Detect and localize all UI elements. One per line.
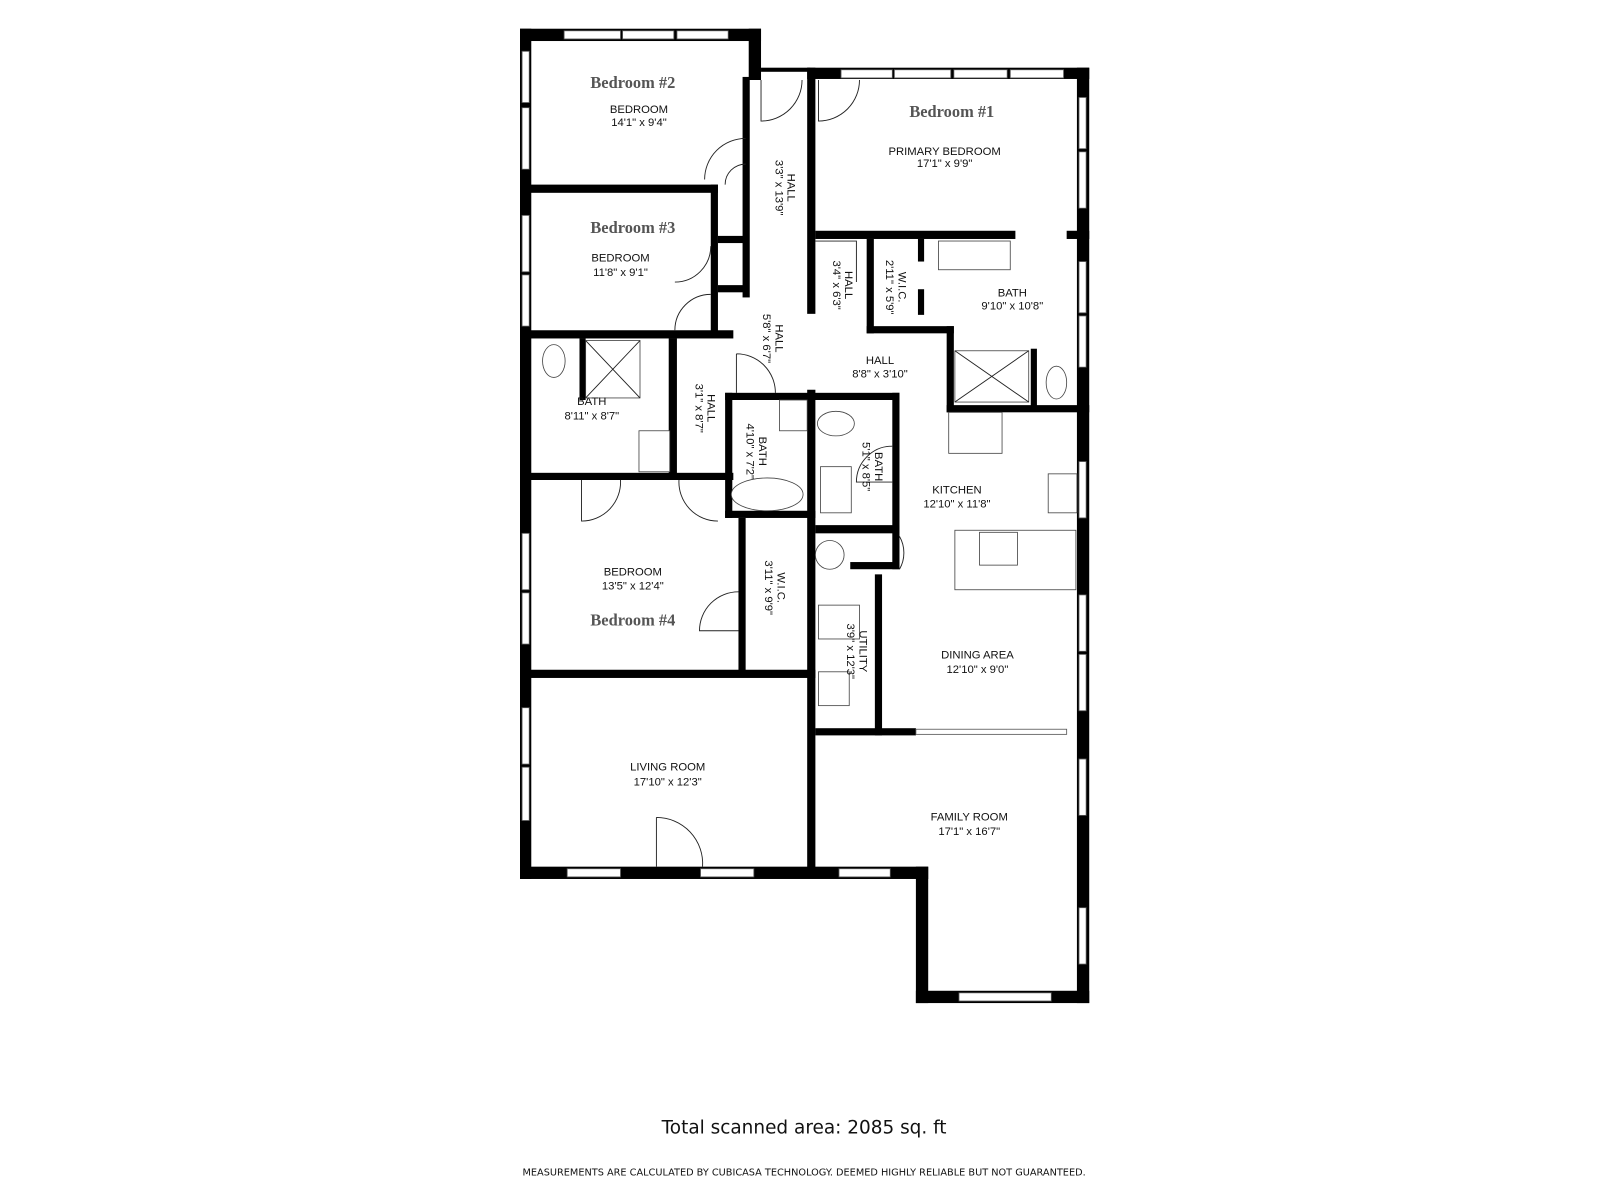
room-name-bath-small: BATH bbox=[872, 452, 884, 481]
room-name-wic-b: W.I.C. bbox=[774, 572, 786, 603]
room-name-bedroom1: PRIMARY BEDROOM bbox=[888, 146, 1000, 158]
room-dims-bath-left: 8'11" x 8'7" bbox=[564, 410, 619, 422]
room-dims-bath-mid: 4'10" x 7'2" bbox=[744, 424, 756, 480]
room-title-bedroom2: Bedroom #2 bbox=[590, 73, 675, 92]
walls bbox=[520, 28, 1090, 1004]
room-dims-bath-primary: 9'10" x 10'8" bbox=[981, 301, 1043, 313]
room-dims-bedroom2: 14'1" x 9'4" bbox=[611, 117, 667, 129]
room-dims-hall-c: 5'8" x 6'7" bbox=[760, 314, 772, 363]
room-dims-hall-d: 8'8" x 3'10" bbox=[852, 368, 908, 380]
room-name-bedroom3: BEDROOM bbox=[591, 253, 649, 265]
room-dims-wic-a: 2'11" x 5'9" bbox=[883, 260, 895, 315]
room-dims-bedroom1: 17'1" x 9'9" bbox=[917, 158, 973, 170]
room-name-hall-c: HALL bbox=[772, 324, 784, 352]
room-name-wic-a: W.I.C. bbox=[895, 272, 907, 303]
room-dims-hall-b: 3'4" x 6'3" bbox=[830, 260, 842, 309]
room-dims-family: 17'1" x 16'7" bbox=[938, 826, 1000, 838]
room-name-bath-primary: BATH bbox=[998, 287, 1027, 299]
total-area: Total scanned area: 2085 sq. ft bbox=[661, 1117, 947, 1138]
room-dims-bedroom4: 13'5" x 12'4" bbox=[602, 581, 664, 593]
room-name-hall-a: HALL bbox=[785, 174, 797, 202]
room-dims-dining: 12'10" x 9'0" bbox=[947, 664, 1009, 676]
room-dims-hall-e: 3'1" x 8'7" bbox=[692, 384, 704, 433]
room-dims-bath-small: 5'1" x 8'5" bbox=[860, 442, 872, 491]
room-name-kitchen: KITCHEN bbox=[932, 484, 981, 496]
room-name-hall-b: HALL bbox=[842, 271, 854, 299]
room-name-bath-left: BATH bbox=[577, 396, 606, 408]
fixtures bbox=[542, 240, 1078, 707]
room-dims-utility: 3'9" x 12'3" bbox=[844, 624, 856, 680]
room-title-bedroom3: Bedroom #3 bbox=[590, 218, 675, 237]
room-name-bath-mid: BATH bbox=[756, 437, 768, 466]
room-title-bedroom4: Bedroom #4 bbox=[590, 611, 675, 630]
room-dims-wic-b: 3'11" x 9'9" bbox=[762, 560, 774, 615]
room-name-bedroom2: BEDROOM bbox=[610, 104, 668, 116]
room-name-hall-e: HALL bbox=[705, 394, 717, 422]
room-name-hall-d: HALL bbox=[866, 355, 894, 367]
room-name-living: LIVING ROOM bbox=[630, 761, 705, 773]
disclaimer: MEASUREMENTS ARE CALCULATED BY CUBICASA … bbox=[523, 1167, 1086, 1178]
room-name-utility: UTILITY bbox=[856, 630, 868, 672]
room-name-dining: DINING AREA bbox=[941, 649, 1014, 661]
doors bbox=[581, 79, 905, 867]
room-dims-hall-a: 3'3" x 13'9" bbox=[772, 160, 784, 216]
room-dims-living: 17'10" x 12'3" bbox=[634, 777, 702, 789]
room-name-bedroom4: BEDROOM bbox=[604, 566, 662, 578]
room-title-bedroom1: Bedroom #1 bbox=[909, 102, 994, 121]
room-dims-bedroom3: 11'8" x 9'1" bbox=[593, 267, 648, 279]
room-name-family: FAMILY ROOM bbox=[931, 812, 1008, 824]
room-labels: Bedroom #2 BEDROOM 14'1" x 9'4" Bedroom … bbox=[564, 73, 1043, 838]
windows bbox=[521, 30, 1087, 1002]
room-dims-kitchen: 12'10" x 11'8" bbox=[923, 499, 990, 511]
